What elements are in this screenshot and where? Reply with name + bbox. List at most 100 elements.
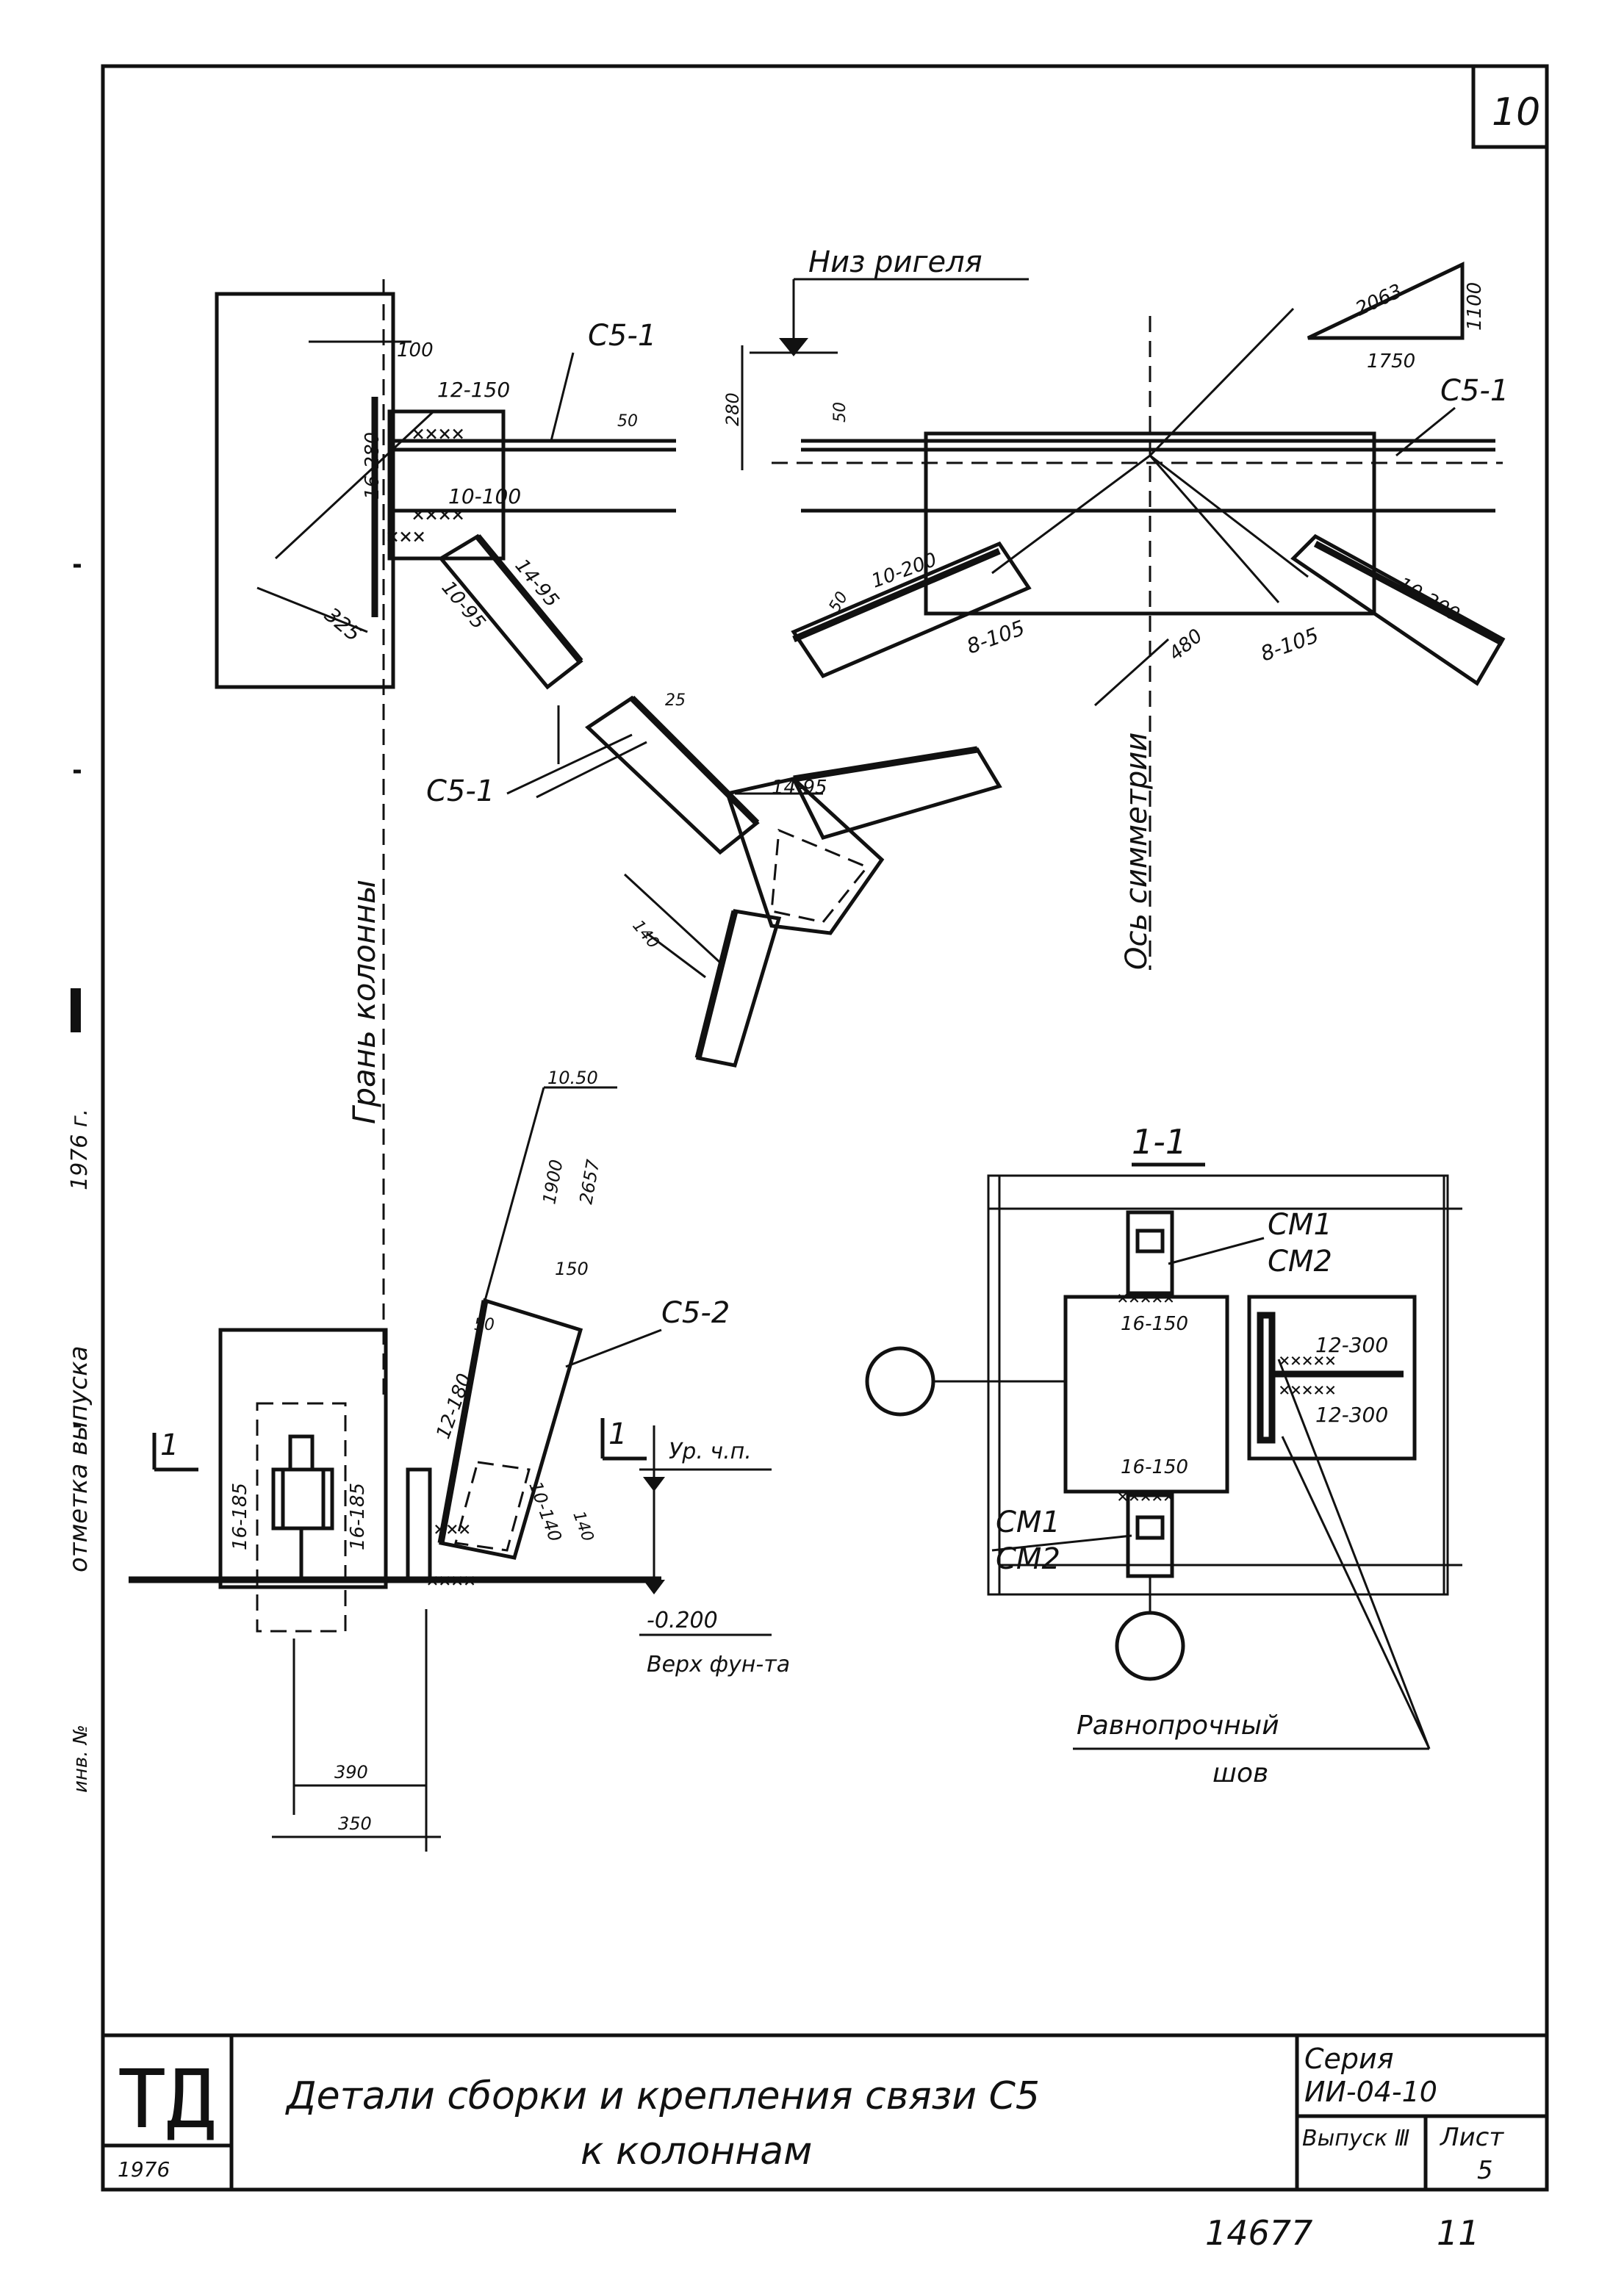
footer-page: 11 <box>1437 2213 1480 2253</box>
issue-label: Выпуск Ⅲ <box>1302 2126 1409 2151</box>
beam-symmetry-detail <box>741 262 1506 970</box>
dim-10-140: 10-140 <box>525 1478 565 1544</box>
sheet-number-box <box>1471 66 1547 149</box>
column-face-detail: ×××× ×××× ××× <box>215 279 1002 1396</box>
section-1-1-detail: ××××× ××××× ××××× ××××× <box>865 1162 1462 1750</box>
brace-lower <box>695 909 782 1068</box>
dim-350: 350 <box>338 1813 372 1834</box>
svg-text:×××: ××× <box>386 524 425 550</box>
title-line-2: к колоннам <box>581 2129 812 2173</box>
dim-1900: 1900 <box>539 1158 567 1206</box>
dim-16-185-b: 16-185 <box>347 1483 369 1550</box>
title-line-1: Детали сборки и крепления связи С5 <box>285 2074 1040 2118</box>
svg-text:×××××: ××××× <box>1117 1486 1174 1508</box>
section-mark-right: 1 <box>608 1417 627 1451</box>
doc-number: 14677 <box>1205 2213 1312 2253</box>
series-label: Серия <box>1304 2043 1394 2075</box>
dim-390: 390 <box>334 1762 368 1783</box>
gusset-plate-left <box>387 409 506 561</box>
niz-rigelya-label: Низ ригеля <box>808 245 982 279</box>
dim-2657: 2657 <box>575 1157 603 1206</box>
dim-480: 480 <box>1165 625 1207 665</box>
svg-text:××××: ×××× <box>426 1568 475 1592</box>
dim-16-150-a: 16-150 <box>1121 1313 1188 1335</box>
dim-12-150: 12-150 <box>437 378 510 402</box>
dim-16-150-b: 16-150 <box>1121 1456 1188 1478</box>
column-outline <box>215 292 395 689</box>
margin-year: 1976 г. <box>67 1109 93 1190</box>
dim-12-300-a: 12-300 <box>1315 1333 1388 1357</box>
slope-2063: 2063 <box>1352 280 1406 320</box>
margin-inv: инв. № <box>70 1724 92 1793</box>
dim-280: 280 <box>722 392 743 426</box>
base-gusset <box>406 1467 432 1582</box>
dim-minus-0200: -0.200 <box>647 1608 718 1633</box>
margin-block <box>71 988 81 1032</box>
sheet-number: 10 <box>1492 90 1540 134</box>
dim-140-base: 140 <box>569 1509 597 1544</box>
cm-upper <box>1126 1210 1174 1295</box>
title-year: 1976 <box>118 2157 170 2182</box>
svg-text:××××: ×××× <box>412 502 464 528</box>
dim-100: 100 <box>397 339 434 362</box>
section-mark-left: 1 <box>160 1428 179 1462</box>
verh-fund-label: Верх фун-та <box>647 1652 790 1677</box>
sheet-frame <box>101 64 1549 2192</box>
dim-12-180: 12-180 <box>432 1371 476 1442</box>
title-block <box>103 2035 1547 2190</box>
td-logo: ТД <box>118 2052 215 2146</box>
part-c5-1-top-left: C5-1 <box>588 319 656 353</box>
part-c5-2: C5-2 <box>661 1296 730 1330</box>
diagonal-right <box>1290 533 1506 686</box>
base-column <box>218 1328 388 1589</box>
cm1-bottom: CM1 <box>996 1506 1060 1539</box>
bolt-hole-left <box>865 1346 935 1417</box>
part-c5-1-top-right: C5-1 <box>1440 374 1509 408</box>
gusset-junction <box>725 777 885 935</box>
otm-vypuska-label: отметка выпуска <box>64 1346 93 1572</box>
dim-14-95-b: 14-95 <box>772 777 827 799</box>
dim-325: 325 <box>320 603 366 647</box>
section-outline <box>987 1174 1449 1596</box>
dim-50-left: 50 <box>617 412 638 431</box>
svg-text:×××: ××× <box>434 1517 471 1541</box>
ravnoprochny-label: Равнопрочный <box>1077 1711 1279 1741</box>
cm1-top: CM1 <box>1268 1208 1332 1242</box>
svg-text:×××××: ××××× <box>1117 1287 1174 1309</box>
part-c5-1-mid: C5-1 <box>426 774 495 808</box>
sheet-value: 5 <box>1477 2156 1493 2185</box>
dim-50-diag: 50 <box>826 589 852 616</box>
dim-10-200-right: 10-200 <box>1394 573 1464 626</box>
dim-8-105-right: 8-105 <box>1257 623 1322 666</box>
center-plate <box>1063 1295 1229 1494</box>
side-plate <box>1247 1295 1417 1461</box>
shov-label: шов <box>1212 1758 1268 1788</box>
svg-text:××××: ×××× <box>412 421 464 447</box>
gusset-plate-center <box>924 431 1376 616</box>
dim-140: 140 <box>628 917 662 952</box>
diagonal-left <box>791 541 1032 679</box>
cm2-top: CM2 <box>1268 1245 1332 1278</box>
base-plate <box>256 1402 347 1633</box>
dim-8-105-left: 8-105 <box>963 616 1028 659</box>
symmetry-axis-label: Ось симметрии <box>1120 733 1154 970</box>
dim-50-base: 50 <box>474 1316 495 1334</box>
sheet-label: Лист <box>1439 2123 1504 2152</box>
dim-12-300-b: 12-300 <box>1315 1403 1388 1427</box>
column-face-label: Грань колонны <box>346 880 382 1124</box>
series-value: ИИ-04-10 <box>1304 2076 1437 2108</box>
dim-16-185-a: 16-185 <box>229 1483 251 1550</box>
dim-50-right: 50 <box>831 402 849 422</box>
slope-1750: 1750 <box>1367 350 1415 373</box>
base-detail: ×××× ××× <box>129 1086 772 1852</box>
slope-1100: 1100 <box>1464 282 1486 331</box>
ur-ch-p-label: Ур. ч.п. <box>669 1439 752 1464</box>
dim-25: 25 <box>665 691 686 710</box>
slope-triangle <box>1307 262 1465 340</box>
dim-16-280: 16-280 <box>362 432 384 500</box>
bolt-hole-bottom <box>1115 1611 1185 1681</box>
dim-10-100: 10-100 <box>448 484 521 508</box>
cm2-bottom: CM2 <box>996 1542 1060 1576</box>
